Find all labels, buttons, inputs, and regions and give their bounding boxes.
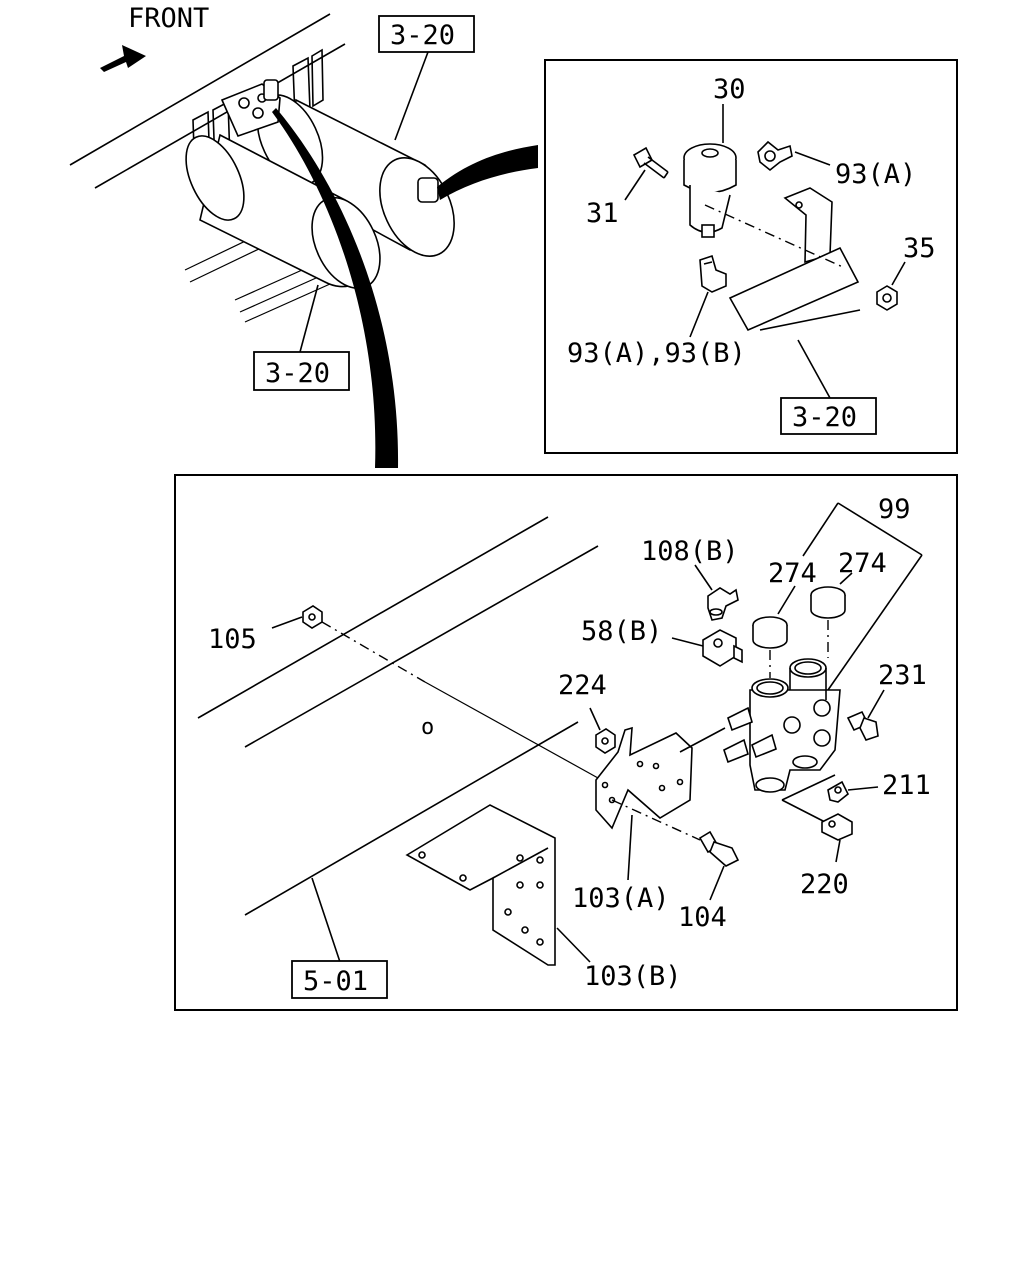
part-103b-bracket [405, 804, 556, 966]
callout-99[interactable]: 99 [878, 494, 911, 525]
part-274-cap-right [810, 586, 846, 619]
lower-leader-thick [272, 108, 399, 468]
callout-30[interactable]: 30 [713, 74, 746, 105]
part-274-cap-left [752, 616, 788, 649]
part-211-fitting [827, 780, 850, 803]
callout-274-left[interactable]: 274 [768, 558, 817, 589]
part-35-nut [876, 285, 898, 311]
callout-103b[interactable]: 103(B) [584, 961, 682, 992]
callout-58b[interactable]: 58(B) [581, 616, 662, 647]
ref-box-inset[interactable]: 3-20 [792, 402, 857, 433]
callout-224[interactable]: 224 [558, 670, 607, 701]
callout-220[interactable]: 220 [800, 869, 849, 900]
part-58b-fitting [702, 629, 743, 667]
inset-leader-thick [437, 145, 538, 200]
part-93ab-fitting [699, 254, 727, 293]
part-108b-fitting [707, 587, 739, 621]
lower-frame-rails [197, 516, 599, 916]
part-231-fitting [846, 710, 879, 741]
inset-bracket [728, 187, 861, 332]
callout-105[interactable]: 105 [208, 624, 257, 655]
ref-box-lower-tank[interactable]: 3-20 [265, 358, 330, 389]
ref-box-frame[interactable]: 5-01 [303, 966, 368, 997]
overview-section: FRONT [69, 3, 538, 468]
callout-108b[interactable]: 108(B) [641, 536, 739, 567]
part-105-nut [302, 605, 323, 629]
callout-211[interactable]: 211 [882, 770, 931, 801]
hole-mark: o [421, 715, 434, 740]
callout-104[interactable]: 104 [678, 902, 727, 933]
relay-valve-body [723, 658, 841, 793]
front-label: FRONT [128, 3, 209, 34]
part-31-bolt [632, 146, 669, 179]
callout-103a[interactable]: 103(A) [572, 883, 670, 914]
ref-box-top-tank[interactable]: 3-20 [390, 20, 455, 51]
callout-93ab[interactable]: 93(A),93(B) [567, 338, 746, 369]
overview-valve [220, 79, 281, 137]
front-arrow-icon [100, 45, 146, 72]
callout-93a-top[interactable]: 93(A) [835, 159, 916, 190]
part-30-valve [683, 143, 737, 238]
part-224-nut [595, 728, 616, 754]
part-93a-fitting [757, 140, 793, 172]
part-220-fitting [821, 813, 853, 841]
inset-detail: 30 31 93(A) 35 [544, 59, 958, 454]
part-104-bolt [698, 830, 740, 867]
callout-274-right[interactable]: 274 [838, 548, 887, 579]
frame-rails [69, 13, 346, 323]
callout-231[interactable]: 231 [878, 660, 927, 691]
lower-detail: o 105 224 103(A) [174, 474, 958, 1011]
callout-35[interactable]: 35 [903, 233, 936, 264]
callout-31[interactable]: 31 [586, 198, 619, 229]
